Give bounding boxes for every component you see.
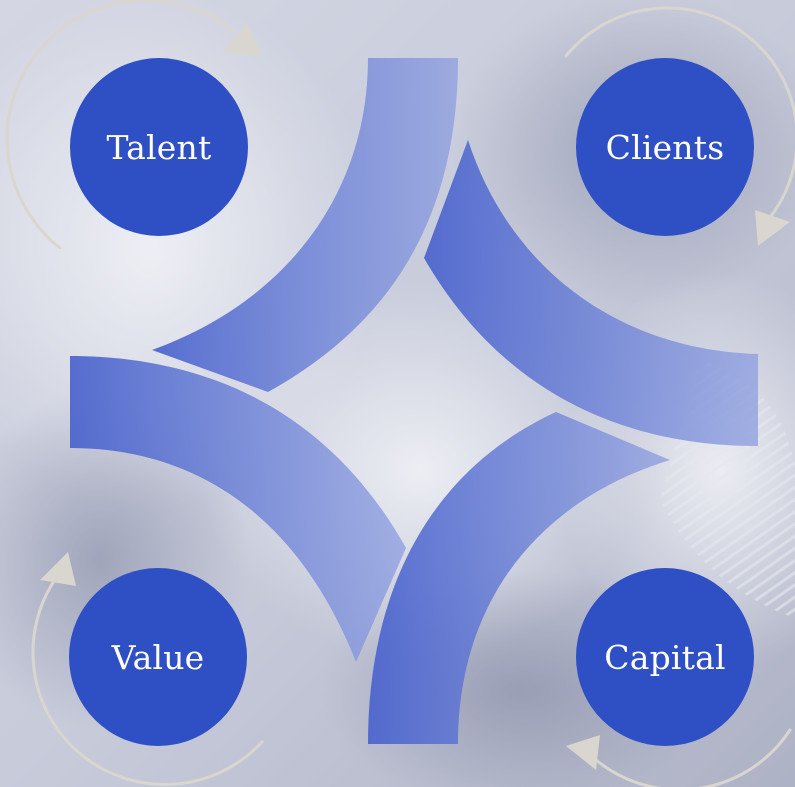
arrow-arc-top-right <box>564 6 795 222</box>
arrow-head-bottom-right <box>566 735 600 770</box>
petal-top <box>152 58 458 392</box>
petals <box>70 58 758 744</box>
arrow-head-top-left <box>223 23 262 56</box>
arrow-head-bottom-left <box>40 552 76 586</box>
petal-bottom <box>368 412 670 744</box>
node-talent[interactable]: Talent <box>70 58 248 236</box>
arrow-head-top-right <box>755 210 790 246</box>
petal-left <box>70 356 406 662</box>
node-value-label: Value <box>111 637 205 677</box>
petal-right <box>424 140 758 446</box>
node-clients-label: Clients <box>605 127 725 167</box>
arrow-arc-bottom-left <box>31 576 264 786</box>
node-value[interactable]: Value <box>69 568 247 746</box>
arrow-arc-top-left <box>5 0 234 250</box>
node-capital-label: Capital <box>604 637 726 677</box>
arrow-arc-bottom-right <box>594 728 792 787</box>
node-capital[interactable]: Capital <box>576 568 754 746</box>
cycle-arrows <box>5 0 795 787</box>
node-talent-label: Talent <box>106 127 212 167</box>
node-clients[interactable]: Clients <box>576 58 754 236</box>
